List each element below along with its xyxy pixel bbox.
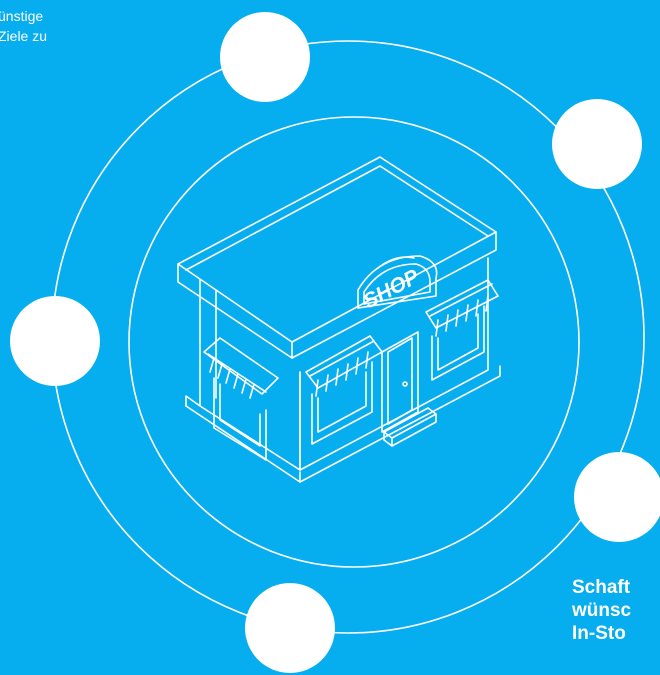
bottom-copy-fragment: Schaft wünsc In-Sto	[572, 577, 632, 644]
top-copy-fragment: ünstige Ziele zu	[0, 8, 48, 44]
orbit-node-top	[220, 12, 310, 102]
orbit-ring-inner	[128, 116, 580, 568]
orbit-node-right-lower	[574, 452, 660, 542]
orbit-node-right-upper	[552, 99, 642, 189]
orbit-node-bottom	[245, 583, 335, 673]
orbit-node-left	[10, 296, 100, 386]
storefront-illustration	[177, 156, 501, 483]
